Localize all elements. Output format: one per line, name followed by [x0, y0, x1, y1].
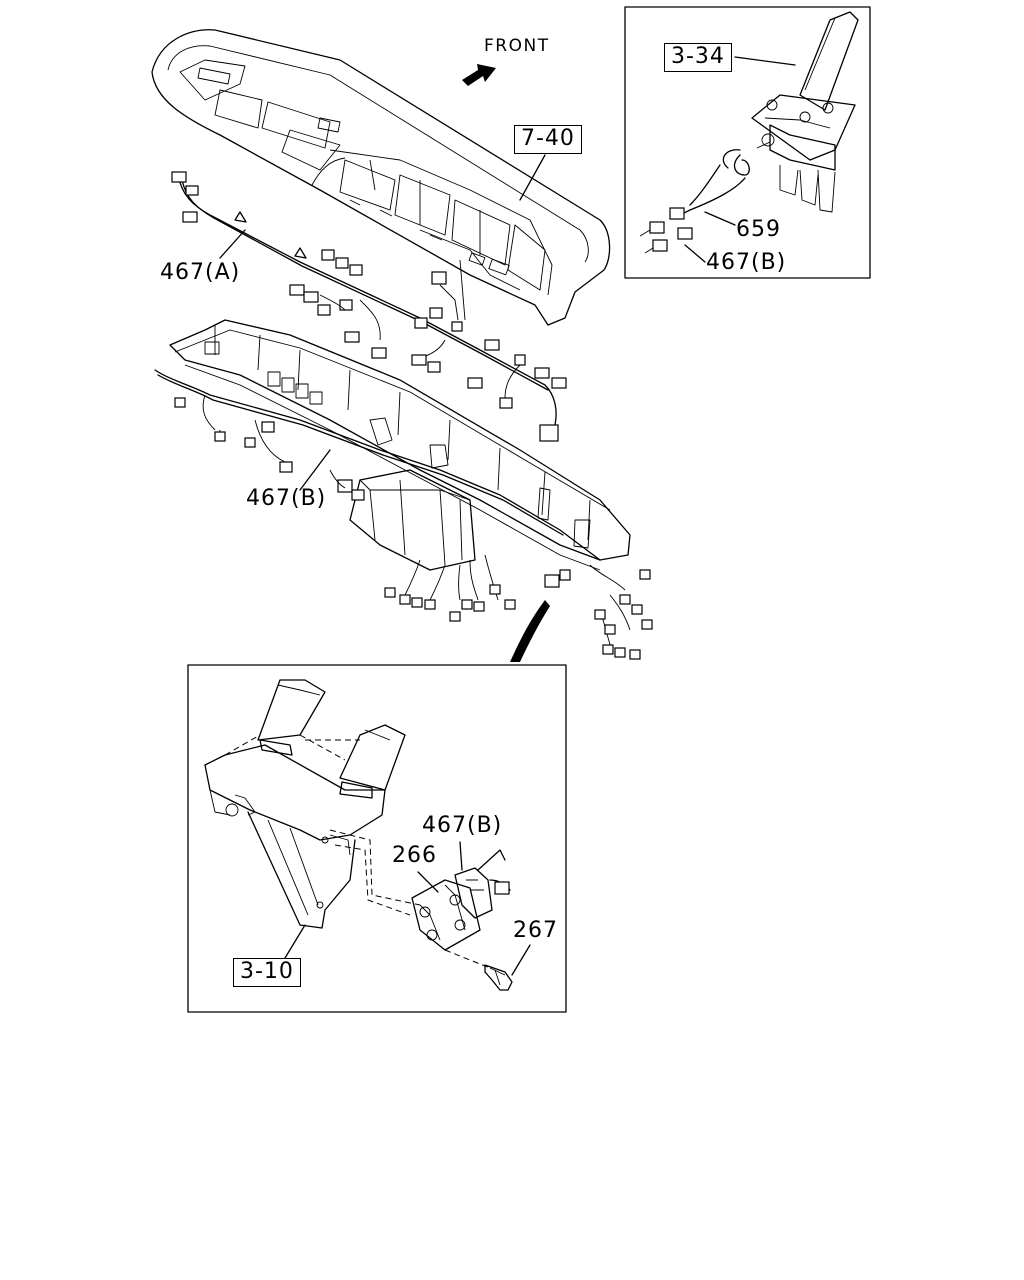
- part-467b-bottom-label: 467(B): [422, 813, 503, 838]
- leader-467b-main: [299, 449, 331, 491]
- part-467b-main-label: 467(B): [246, 486, 327, 511]
- ref-3-10-label: 3-10: [233, 958, 301, 987]
- leader-267: [511, 944, 531, 976]
- leader-467a: [219, 229, 246, 259]
- ref-3-34-label: 3-34: [664, 43, 732, 72]
- leader-467b-top: [684, 244, 706, 263]
- inset-bracket-detail: [187, 664, 567, 1013]
- detail-pointer-icon: [510, 600, 550, 662]
- leader-659: [704, 211, 736, 226]
- leader-266: [417, 871, 439, 893]
- wiring-harness-467a: [171, 171, 567, 442]
- leader-3-10: [284, 924, 306, 959]
- leader-467b-bottom: [459, 841, 463, 871]
- part-659-label: 659: [736, 217, 781, 242]
- part-267-label: 267: [513, 918, 558, 943]
- inset-parking-brake: [624, 6, 871, 279]
- instrument-panel-frame: [154, 319, 653, 660]
- leader-3-34: [734, 56, 796, 66]
- front-label: FRONT: [484, 36, 550, 56]
- leader-7-40: [519, 154, 546, 201]
- part-266-label: 266: [392, 843, 437, 868]
- instrument-panel-cover: [151, 29, 611, 326]
- part-467a-label: 467(A): [160, 260, 241, 285]
- front-arrow-icon: [462, 64, 496, 86]
- ref-7-40-label: 7-40: [514, 125, 582, 154]
- part-467b-top-label: 467(B): [706, 250, 787, 275]
